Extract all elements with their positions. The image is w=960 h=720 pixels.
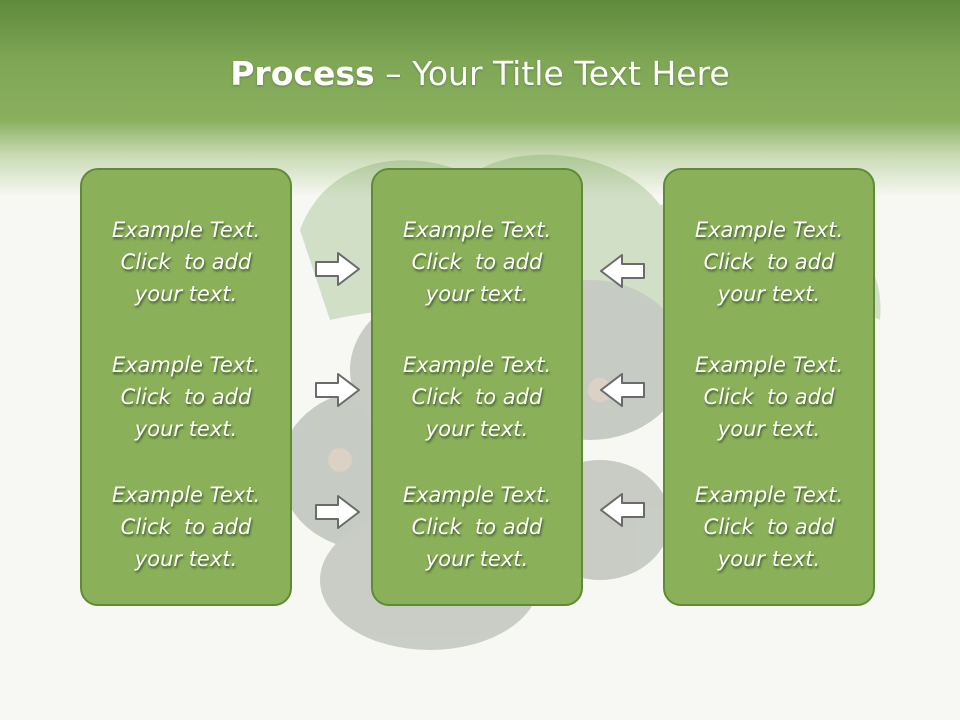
text-block[interactable]: Example Text. Click to add your text.: [373, 349, 581, 445]
arrow-right-icon: [315, 252, 360, 286]
text-line: Click to add: [703, 385, 835, 409]
text-line: your text.: [134, 417, 238, 441]
text-line: your text.: [717, 547, 821, 571]
arrow-left-icon: [600, 493, 645, 527]
text-line: your text.: [425, 282, 529, 306]
arrow-left-icon: [600, 254, 645, 288]
process-column-1[interactable]: Example Text. Click to add your text. Exam…: [80, 168, 292, 606]
text-line: Example Text.: [111, 353, 261, 377]
text-line: Example Text.: [402, 353, 552, 377]
text-line: Example Text.: [694, 353, 844, 377]
header-band: [0, 0, 960, 200]
text-line: Click to add: [703, 515, 835, 539]
text-line: your text.: [425, 547, 529, 571]
text-line: Click to add: [120, 250, 252, 274]
text-line: Click to add: [411, 385, 543, 409]
text-line: your text.: [134, 547, 238, 571]
text-line: your text.: [717, 417, 821, 441]
text-line: Click to add: [703, 250, 835, 274]
text-line: Example Text.: [402, 218, 552, 242]
text-block[interactable]: Example Text. Click to add your text.: [373, 214, 581, 310]
text-line: Click to add: [120, 385, 252, 409]
text-line: Example Text.: [111, 218, 261, 242]
text-block[interactable]: Example Text. Click to add your text.: [82, 349, 290, 445]
text-block[interactable]: Example Text. Click to add your text.: [665, 479, 873, 575]
arrow-right-icon: [315, 373, 360, 407]
text-line: Example Text.: [402, 483, 552, 507]
text-line: your text.: [425, 417, 529, 441]
process-column-3[interactable]: Example Text. Click to add your text. Exam…: [663, 168, 875, 606]
title-bold: Process: [230, 54, 375, 93]
text-line: Example Text.: [694, 483, 844, 507]
text-line: Example Text.: [111, 483, 261, 507]
arrow-right-icon: [315, 495, 360, 529]
text-block[interactable]: Example Text. Click to add your text.: [373, 479, 581, 575]
text-line: Click to add: [411, 515, 543, 539]
arrow-left-icon: [600, 373, 645, 407]
text-block[interactable]: Example Text. Click to add your text.: [82, 214, 290, 310]
title-rest: – Your Title Text Here: [374, 54, 730, 93]
slide-title: Process – Your Title Text Here: [0, 52, 960, 96]
process-column-2[interactable]: Example Text. Click to add your text. Exam…: [371, 168, 583, 606]
text-block[interactable]: Example Text. Click to add your text.: [82, 479, 290, 575]
text-line: your text.: [717, 282, 821, 306]
text-block[interactable]: Example Text. Click to add your text.: [665, 349, 873, 445]
text-line: Click to add: [120, 515, 252, 539]
text-line: Example Text.: [694, 218, 844, 242]
text-line: Click to add: [411, 250, 543, 274]
text-block[interactable]: Example Text. Click to add your text.: [665, 214, 873, 310]
text-line: your text.: [134, 282, 238, 306]
